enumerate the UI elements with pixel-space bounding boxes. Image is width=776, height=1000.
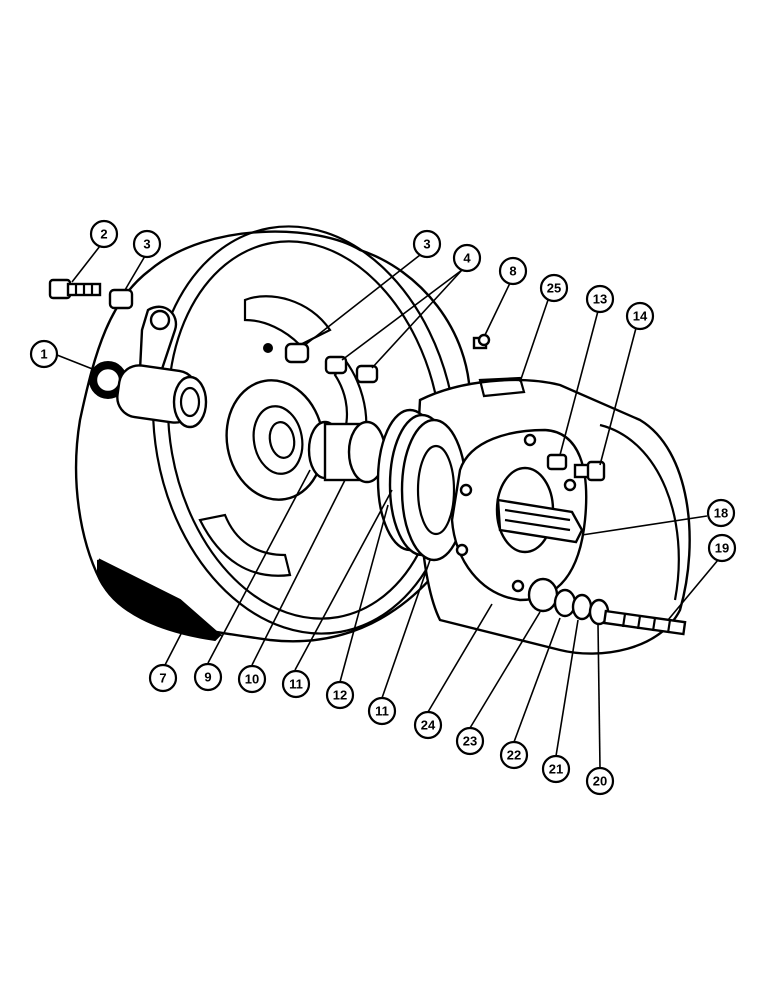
callouts: 1 2 3 3 4 8 25 13 14 18 19 7 9 10 11 12 … xyxy=(29,219,737,796)
callout-18: 18 xyxy=(706,498,736,528)
lever-arm-with-sprocket xyxy=(89,305,208,429)
svg-text:22: 22 xyxy=(507,748,521,763)
leader-lines xyxy=(56,245,719,769)
callout-21: 21 xyxy=(541,754,571,784)
small-bolts-right xyxy=(546,453,606,482)
svg-text:14: 14 xyxy=(633,309,648,324)
svg-text:4: 4 xyxy=(463,251,471,266)
callout-12: 12 xyxy=(325,680,355,710)
flange-and-splined-shaft xyxy=(450,428,588,602)
svg-text:24: 24 xyxy=(421,718,436,733)
callout-3-right: 3 xyxy=(412,229,442,259)
svg-text:20: 20 xyxy=(593,774,607,789)
callout-11-second: 11 xyxy=(367,696,397,726)
clutch-plates xyxy=(376,408,468,562)
callout-25: 25 xyxy=(539,273,569,303)
callout-8: 8 xyxy=(498,256,528,286)
callout-23: 23 xyxy=(455,726,485,756)
callout-22: 22 xyxy=(499,740,529,770)
callout-24: 24 xyxy=(413,710,443,740)
svg-text:23: 23 xyxy=(463,734,477,749)
svg-text:12: 12 xyxy=(333,688,347,703)
callout-9: 9 xyxy=(193,662,223,692)
svg-text:9: 9 xyxy=(204,670,211,685)
svg-text:2: 2 xyxy=(100,227,107,242)
svg-text:25: 25 xyxy=(547,281,561,296)
callout-13: 13 xyxy=(585,284,615,314)
callout-14: 14 xyxy=(625,301,655,331)
svg-text:19: 19 xyxy=(715,541,729,556)
svg-text:11: 11 xyxy=(289,677,303,692)
washers-and-stud xyxy=(527,577,687,636)
svg-text:18: 18 xyxy=(714,506,728,521)
callout-7: 7 xyxy=(148,663,178,693)
callout-3-left: 3 xyxy=(132,229,162,259)
svg-text:10: 10 xyxy=(245,672,259,687)
bolt-and-nut-left xyxy=(48,278,134,310)
drum-nuts xyxy=(284,342,379,384)
callout-10: 10 xyxy=(237,664,267,694)
svg-text:11: 11 xyxy=(375,704,389,719)
svg-text:7: 7 xyxy=(159,671,166,686)
callout-20: 20 xyxy=(585,766,615,796)
svg-text:21: 21 xyxy=(549,762,563,777)
callout-11-first: 11 xyxy=(281,669,311,699)
svg-text:3: 3 xyxy=(143,237,150,252)
svg-text:3: 3 xyxy=(423,237,430,252)
callout-4: 4 xyxy=(452,243,482,273)
callout-2: 2 xyxy=(89,219,119,249)
grease-fitting xyxy=(472,333,491,350)
svg-text:8: 8 xyxy=(509,264,516,279)
svg-text:13: 13 xyxy=(593,292,607,307)
svg-text:1: 1 xyxy=(40,347,47,362)
callout-19: 19 xyxy=(707,533,737,563)
callout-1: 1 xyxy=(29,339,59,369)
